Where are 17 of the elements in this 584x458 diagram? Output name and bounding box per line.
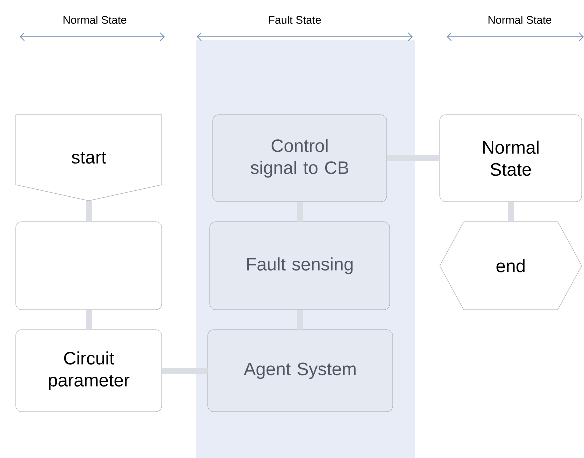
connector	[86, 201, 92, 222]
connector	[86, 310, 92, 330]
connector	[387, 156, 440, 162]
connector	[508, 202, 514, 222]
process-box: Circuit parameter	[16, 330, 162, 412]
process-box: Control signal to CB	[212, 114, 388, 202]
process-box: Normal State	[440, 114, 582, 202]
process-box	[16, 222, 162, 310]
state-heading: Normal State	[488, 16, 552, 24]
state-heading: Normal State	[64, 16, 127, 24]
connector	[297, 202, 303, 222]
connector	[162, 368, 208, 374]
end-hexagon: end	[440, 222, 582, 310]
connector	[297, 310, 304, 330]
process-box: Agent System	[208, 330, 394, 412]
process-box: Fault sensing	[210, 222, 390, 310]
state-heading: Fault State	[269, 16, 322, 24]
